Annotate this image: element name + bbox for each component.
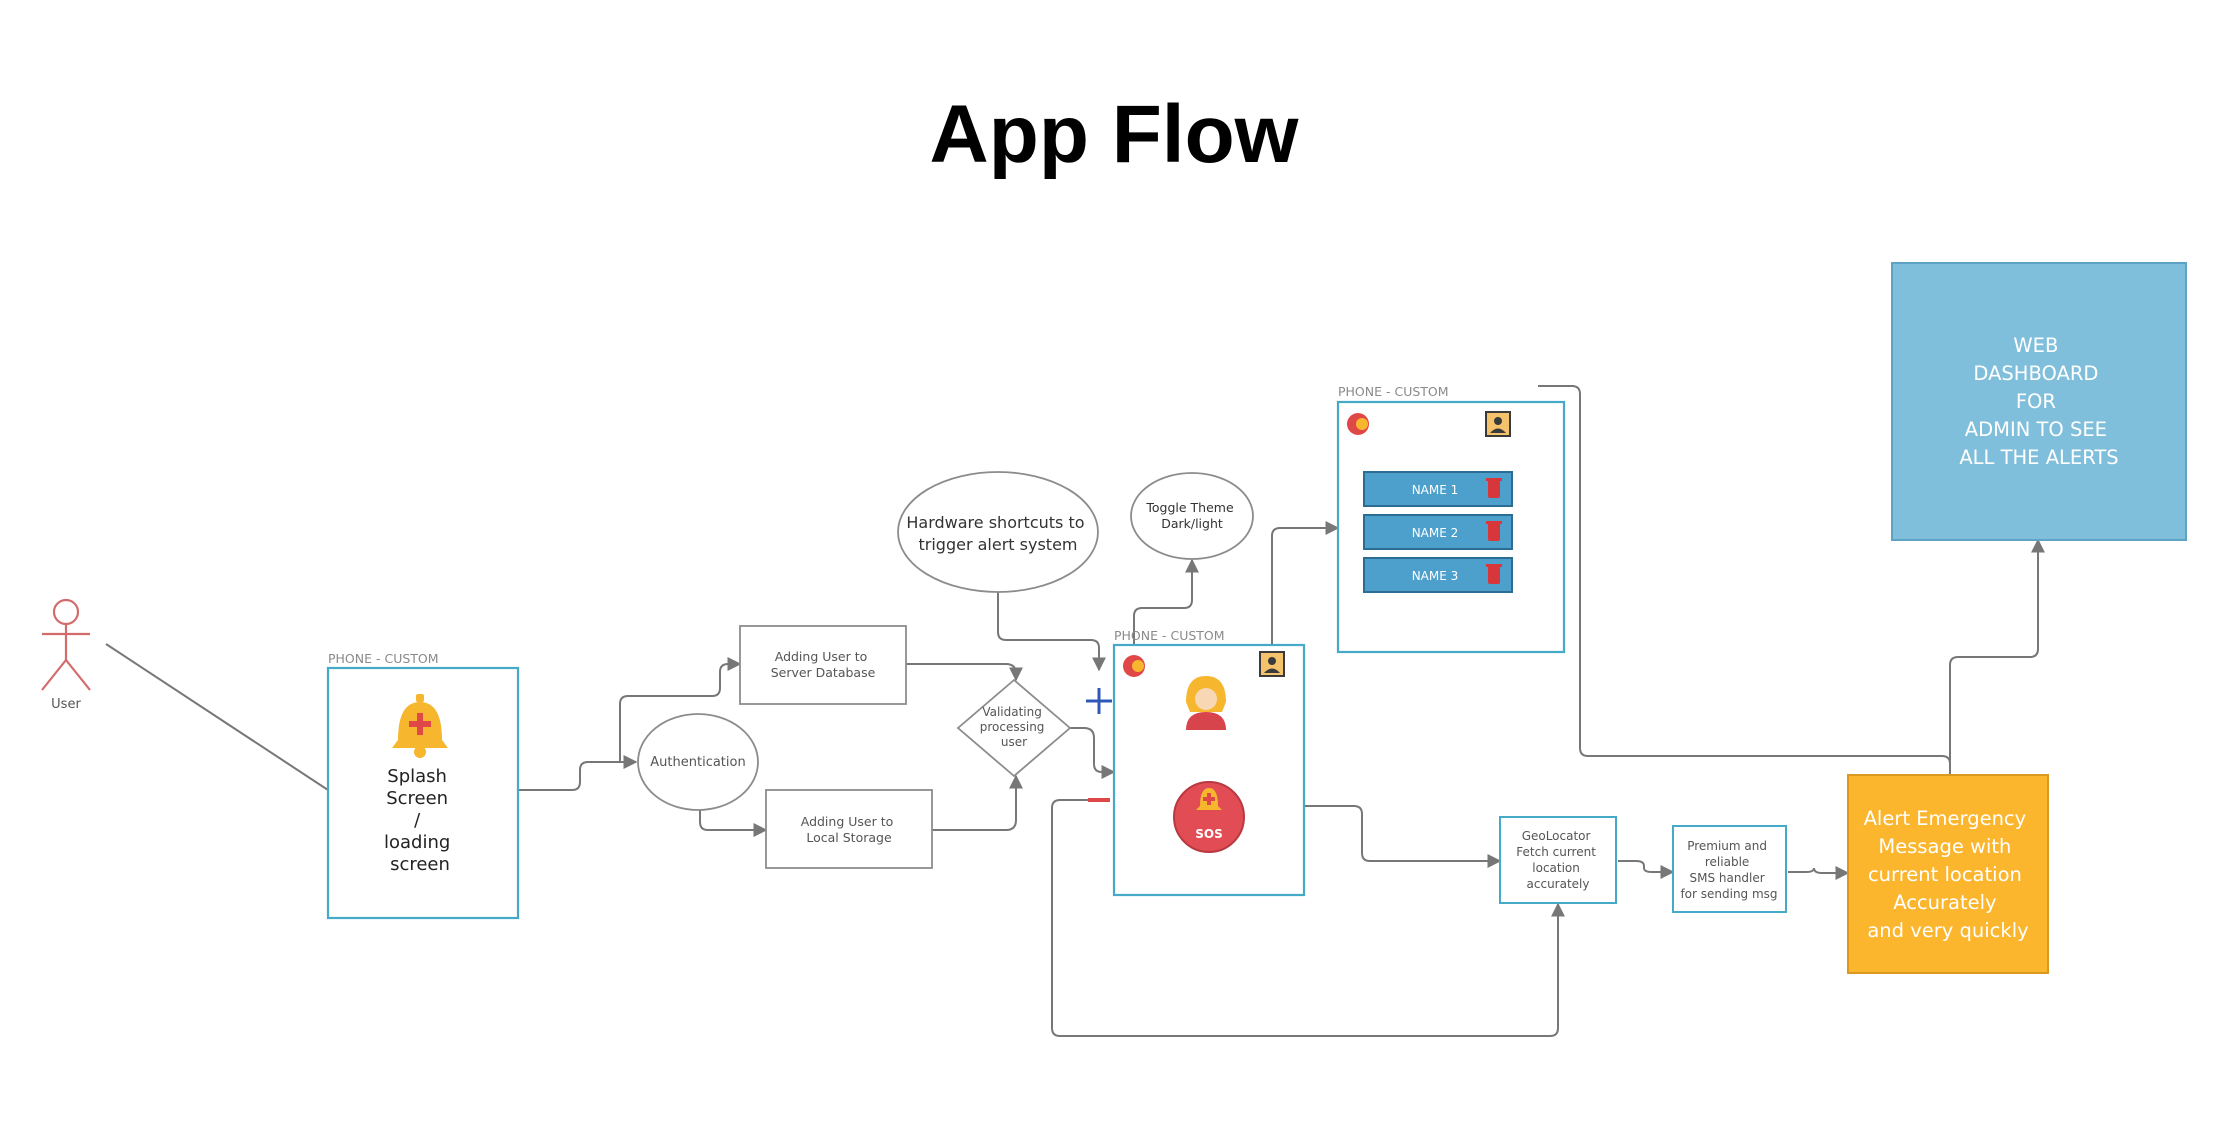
server-database-node: Adding User to Server Database [739, 625, 907, 705]
sos-bell-icon [1196, 788, 1222, 810]
toggle-theme-text: Toggle Theme Dark/light [1145, 500, 1237, 531]
user-avatar-icon [1186, 676, 1226, 730]
connector-auth-to-local [699, 810, 768, 837]
connector-splash-to-auth [518, 755, 638, 791]
connector-alert-to-dashboard [1949, 538, 2045, 775]
list-item[interactable]: NAME 1 [1363, 471, 1513, 507]
hardware-shortcuts-text: Hardware shortcuts to trigger alert syst… [906, 513, 1089, 554]
validating-node: Validating processing user [956, 678, 1072, 778]
server-database-text: Adding User to Server Database [771, 649, 876, 680]
web-dashboard-node: WEB DASHBOARD FOR ADMIN TO SEE ALL THE A… [1891, 262, 2187, 541]
theme-toggle-icon[interactable] [1347, 413, 1369, 435]
hardware-shortcuts-node: Hardware shortcuts to trigger alert syst… [897, 471, 1099, 593]
connector-phone-to-contacts [1271, 521, 1340, 648]
toggle-theme-node: Toggle Theme Dark/light [1130, 472, 1254, 560]
connector-phone-to-theme [1133, 558, 1199, 650]
local-storage-text: Adding User to Local Storage [801, 814, 898, 845]
contact-name: NAME 1 [1412, 483, 1459, 497]
contact-list: NAME 1 NAME 2 NAME 3 [1363, 471, 1513, 593]
alarm-bell-plus-icon [392, 694, 448, 758]
sos-button[interactable]: SOS [1173, 781, 1245, 853]
user-label: User [51, 697, 81, 712]
contact-name: NAME 3 [1412, 569, 1459, 583]
connector-sos-to-geolocator [1240, 805, 1502, 868]
authentication-label: Authentication [650, 755, 745, 770]
connector-server-to-validate [906, 663, 1023, 682]
splash-phone-tag: PHONE - CUSTOM [328, 651, 439, 666]
main-phone-tag: PHONE - CUSTOM [1114, 628, 1225, 643]
connectors [105, 385, 2045, 1037]
theme-toggle-icon[interactable] [1123, 655, 1145, 677]
local-storage-node: Adding User to Local Storage [765, 789, 933, 869]
connector-hardware-to-phone [997, 591, 1106, 672]
contacts-phone-frame: PHONE - CUSTOM NAME 1 NAME 2 NA [1336, 384, 1566, 654]
sms-handler-node: Premium and reliable SMS handler for sen… [1672, 825, 1787, 913]
contacts-icon[interactable] [1259, 651, 1285, 677]
diagram-title: App Flow [929, 89, 1299, 180]
user-actor: User [41, 598, 91, 712]
web-dashboard-text: WEB DASHBOARD FOR ADMIN TO SEE ALL THE A… [1959, 334, 2118, 469]
splash-text: Splash Screen / loading screen [384, 766, 456, 875]
authentication-node: Authentication [637, 713, 759, 811]
connector-sms-to-alert [1788, 866, 1850, 880]
geolocator-text: GeoLocator Fetch current location accura… [1516, 829, 1599, 891]
sos-label: SOS [1195, 827, 1223, 841]
connector-loop-to-geolocator [1051, 799, 1565, 1037]
validating-text: Validating processing user [980, 705, 1049, 749]
contacts-phone-tag: PHONE - CUSTOM [1338, 384, 1449, 399]
connector-geolocator-to-sms [1618, 860, 1675, 879]
alert-emergency-node: Alert Emergency Message with current loc… [1847, 774, 2049, 974]
geolocator-node: GeoLocator Fetch current location accura… [1499, 816, 1617, 904]
alert-emergency-text: Alert Emergency Message with current loc… [1864, 807, 2033, 942]
connector-validate-to-phone [1067, 727, 1116, 779]
connector-local-to-validate [932, 774, 1023, 831]
sms-handler-text: Premium and reliable SMS handler for sen… [1680, 839, 1777, 901]
trash-icon[interactable] [1486, 564, 1502, 584]
list-item[interactable]: NAME 3 [1363, 557, 1513, 593]
main-phone-frame: PHONE - CUSTOM SOS [1086, 628, 1306, 897]
plus-cursor-icon [1086, 688, 1112, 714]
trash-icon[interactable] [1486, 521, 1502, 541]
list-item[interactable]: NAME 2 [1363, 514, 1513, 550]
contacts-icon[interactable] [1485, 411, 1511, 437]
connector-auth-to-server [619, 657, 742, 762]
splash-phone-frame: PHONE - CUSTOM Splash Screen / loading s… [326, 651, 520, 920]
trash-icon[interactable] [1486, 478, 1502, 498]
connector-contacts-to-alert [1538, 385, 1951, 775]
stick-figure-icon [41, 598, 91, 691]
connector-user-to-splash [105, 643, 329, 791]
contact-name: NAME 2 [1412, 526, 1459, 540]
